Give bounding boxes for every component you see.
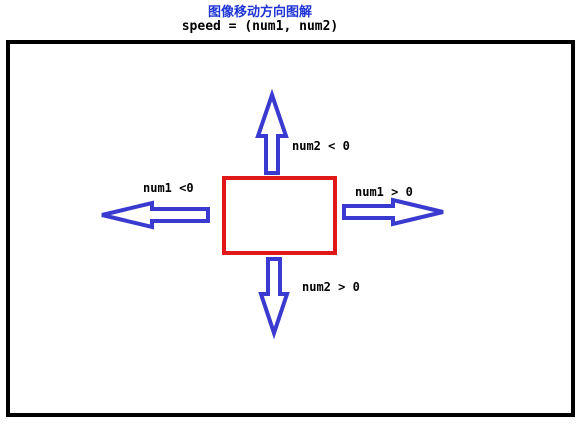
arrow-up xyxy=(255,88,289,175)
arrow-left xyxy=(101,200,210,230)
label-up: num2 < 0 xyxy=(292,139,350,153)
speed-formula: speed = (num1, num2) xyxy=(181,19,339,34)
label-right: num1 > 0 xyxy=(355,185,413,199)
label-down: num2 > 0 xyxy=(302,280,360,294)
label-left: num1 <0 xyxy=(143,181,194,195)
diagram-title: 图像移动方向图解 xyxy=(207,5,312,20)
canvas-frame xyxy=(6,40,575,417)
arrow-down xyxy=(258,257,290,340)
arrow-right xyxy=(342,197,444,227)
image-box xyxy=(222,176,337,255)
